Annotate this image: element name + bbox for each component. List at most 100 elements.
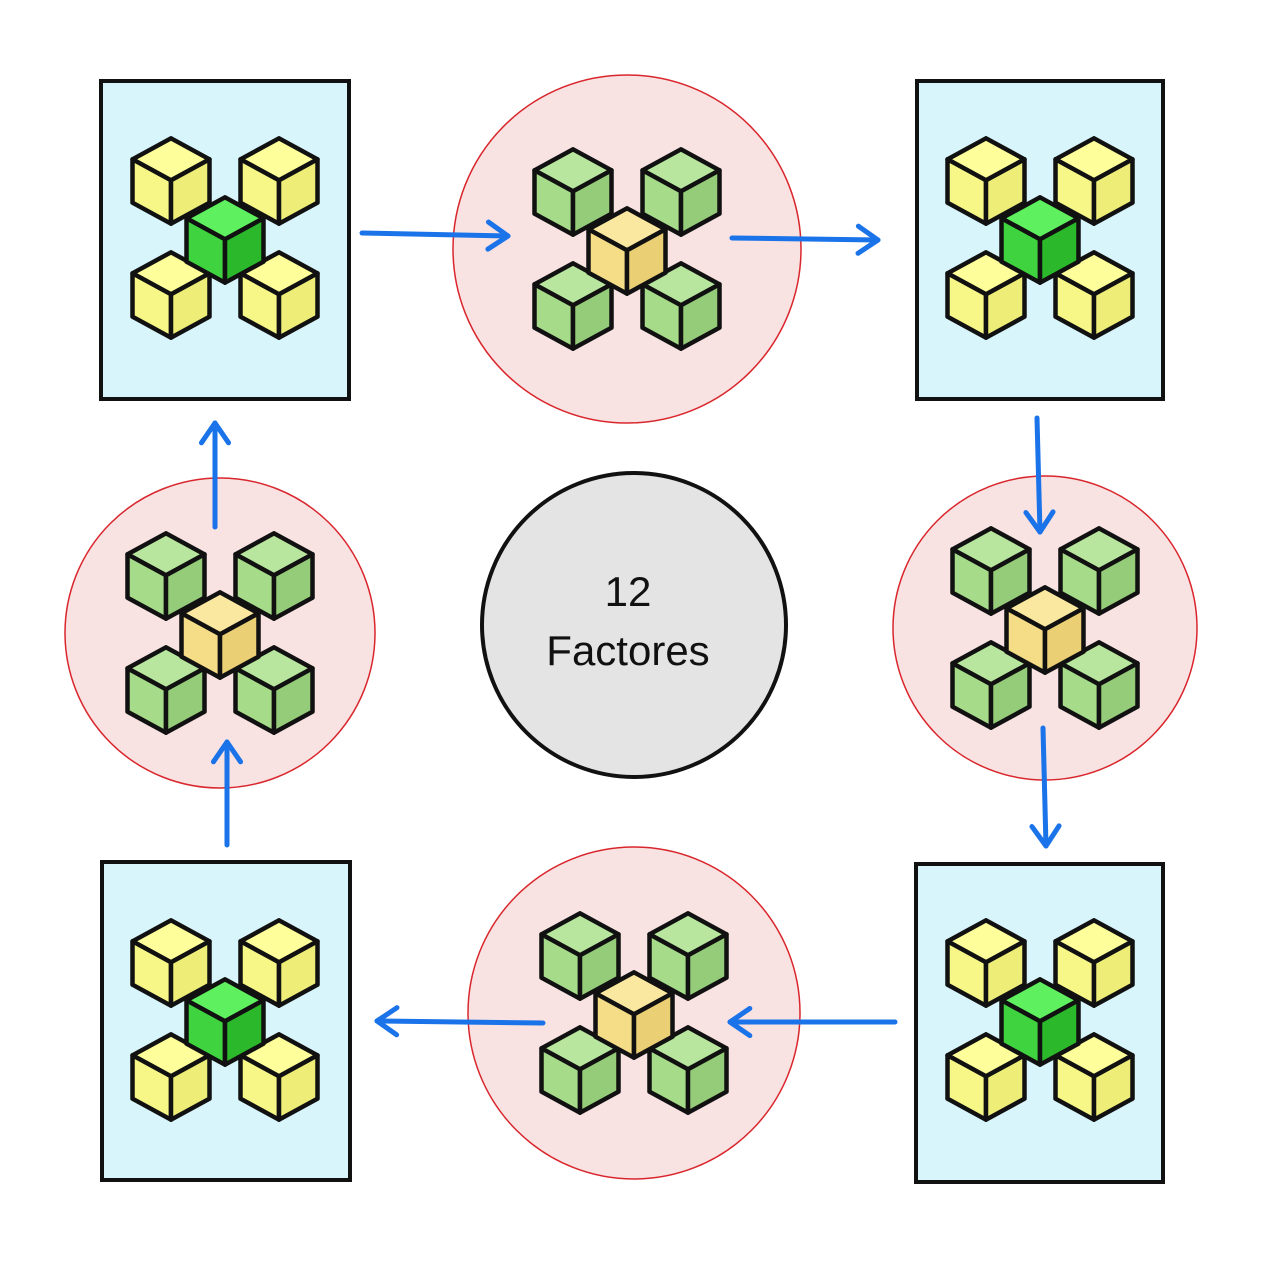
center-cube: [179, 590, 261, 680]
cube-right-face: [624, 227, 668, 296]
cube-right-face: [163, 666, 207, 735]
cube-right-face: [577, 932, 621, 1001]
cube-right-face: [1096, 661, 1140, 730]
cube-right-face: [983, 157, 1027, 226]
arrow-shaft: [1034, 415, 1043, 535]
rect-bottom-right: [914, 862, 1165, 1184]
cube-right-face: [222, 998, 266, 1067]
cube-right-face: [271, 552, 315, 621]
outer-cube-1: [945, 136, 1027, 226]
circle-top: [452, 74, 802, 424]
arrow-rect-bottom-right-to-circle-bottom: [727, 1005, 898, 1039]
outer-cube-4: [1053, 250, 1135, 340]
arrow-head: [1029, 823, 1062, 849]
arrow-head: [1023, 509, 1056, 535]
arrow-rect-top-right-to-circle-right: [1023, 415, 1056, 535]
arrow-shaft: [374, 1018, 546, 1026]
cube-right-face: [570, 282, 614, 351]
cube-right-face: [168, 939, 212, 1008]
cube-right-face: [1096, 547, 1140, 616]
outer-cube-3: [532, 261, 614, 351]
cube-right-face: [222, 216, 266, 285]
cube-right-face: [570, 168, 614, 237]
cube-right-face: [988, 547, 1032, 616]
circle-right: [892, 475, 1198, 781]
center-cube: [593, 970, 675, 1060]
center-cube: [1004, 585, 1086, 675]
cube-right-face: [577, 1046, 621, 1115]
cube-right-face: [276, 271, 320, 340]
center-cube: [184, 977, 266, 1067]
cube-right-face: [983, 939, 1027, 1008]
outer-cube-1: [945, 918, 1027, 1008]
outer-cube-1: [130, 136, 212, 226]
cube-right-face: [1091, 157, 1135, 226]
cube-right-face: [983, 1053, 1027, 1122]
arrow-rect-bottom-left-to-circle-left: [210, 739, 244, 848]
arrows-layer: [198, 219, 1062, 1039]
arrow-head: [374, 1005, 400, 1038]
arrow-head: [198, 420, 232, 446]
arrow-rect-top-left-to-circle-top: [359, 219, 511, 252]
center-hub: 12 Factores: [480, 471, 788, 779]
cube-right-face: [631, 991, 675, 1060]
outer-cube-2: [238, 918, 320, 1008]
center-cube: [999, 977, 1081, 1067]
cube-right-face: [1091, 271, 1135, 340]
outer-cube-3: [945, 250, 1027, 340]
outer-cube-3: [945, 1032, 1027, 1122]
nodes-layer: [64, 74, 1198, 1184]
circle-left: [64, 477, 376, 789]
outer-cube-2: [647, 911, 729, 1001]
arrow-circle-top-to-rect-top-right: [729, 223, 881, 256]
circle-bottom: [467, 846, 801, 1180]
arrow-shaft: [1040, 725, 1049, 849]
arrow-shaft: [729, 235, 881, 243]
outer-cube-1: [130, 918, 212, 1008]
outer-cube-2: [640, 147, 722, 237]
cube-right-face: [685, 932, 729, 1001]
center-cube: [999, 195, 1081, 285]
outer-cube-2: [1053, 136, 1135, 226]
cube-right-face: [685, 1046, 729, 1115]
cube-right-face: [1037, 216, 1081, 285]
cube-right-face: [217, 611, 261, 680]
outer-cube-1: [539, 911, 621, 1001]
outer-cube-1: [950, 526, 1032, 616]
cube-right-face: [276, 157, 320, 226]
cube-right-face: [1042, 606, 1086, 675]
hub-label-text: Factores: [546, 627, 709, 674]
outer-cube-1: [125, 531, 207, 621]
arrow-head: [485, 219, 511, 252]
arrow-circle-right-to-rect-bottom-right: [1029, 725, 1062, 849]
cube-right-face: [1037, 998, 1081, 1067]
cube-right-face: [271, 666, 315, 735]
cube-right-face: [678, 168, 722, 237]
outer-cube-2: [233, 531, 315, 621]
cube-right-face: [276, 939, 320, 1008]
rect-top-left: [99, 79, 351, 401]
center-cube: [586, 206, 668, 296]
cube-right-face: [163, 552, 207, 621]
arrow-head: [210, 739, 244, 765]
cube-right-face: [276, 1053, 320, 1122]
outer-cube-2: [238, 136, 320, 226]
cube-right-face: [168, 157, 212, 226]
cube-right-face: [168, 271, 212, 340]
cube-right-face: [988, 661, 1032, 730]
cube-right-face: [983, 271, 1027, 340]
cube-right-face: [678, 282, 722, 351]
hub-label-number: 12: [605, 568, 652, 615]
hub-circle: [480, 471, 788, 779]
cube-right-face: [168, 1053, 212, 1122]
outer-cube-4: [238, 1032, 320, 1122]
arrow-circle-bottom-to-rect-bottom-left: [374, 1005, 546, 1038]
rect-bottom-left: [100, 860, 352, 1182]
arrow-shaft: [359, 230, 511, 239]
rect-top-right: [915, 79, 1165, 401]
center-cube: [184, 195, 266, 285]
cube-right-face: [1091, 939, 1135, 1008]
outer-cube-4: [1053, 1032, 1135, 1122]
outer-cube-1: [532, 147, 614, 237]
